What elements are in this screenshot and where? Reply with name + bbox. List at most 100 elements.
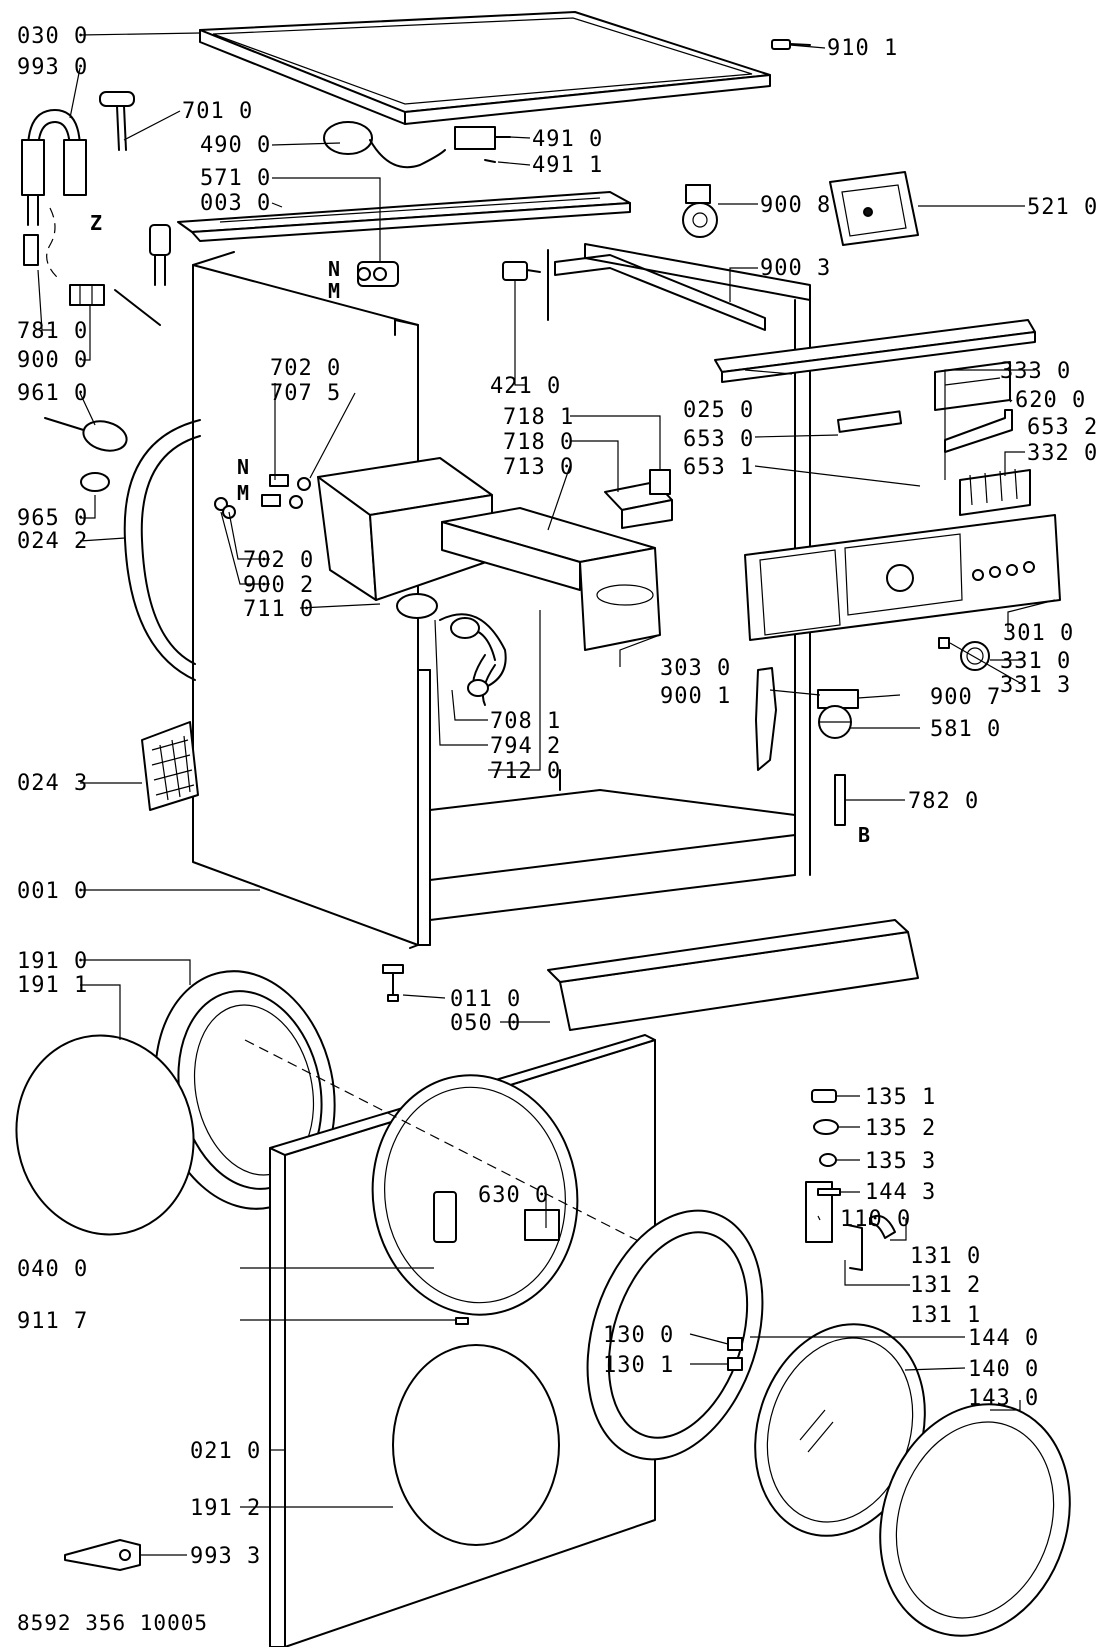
label-040-0: 040 0 (17, 1257, 88, 1282)
panel-rail (714, 319, 1036, 383)
dispenser-housing (317, 457, 507, 691)
label-491-0: 491 0 (532, 127, 603, 152)
label-711-0: 711 0 (243, 597, 314, 622)
label-900-1: 900 1 (660, 684, 731, 709)
clip (69, 284, 105, 306)
display-board (934, 361, 1011, 411)
small-screws (811, 1089, 841, 1196)
label-030-0: 030 0 (17, 24, 88, 49)
pressure-switch (817, 689, 859, 739)
label-144-0: 144 0 (968, 1326, 1039, 1351)
door-seal-rear (123, 419, 201, 681)
top-rail (177, 191, 631, 242)
label-191-0: 191 0 (17, 949, 88, 974)
label-712-0: 712 0 (490, 759, 561, 784)
mark-m-tube: M (237, 481, 249, 505)
door-switch (524, 1209, 560, 1241)
label-707-5: 707 5 (270, 381, 341, 406)
screw-top (771, 39, 811, 50)
label-421-0: 421 0 (490, 374, 561, 399)
wire-bracket (554, 254, 766, 331)
bottom-strip (547, 919, 919, 1031)
document-code: 8592 356 10005 (17, 1611, 208, 1635)
label-332-0: 332 0 (1027, 441, 1098, 466)
door-lock (755, 667, 777, 771)
label-491-1: 491 1 (532, 153, 603, 178)
inlet-tubes (214, 474, 311, 519)
label-781-0: 781 0 (17, 319, 88, 344)
label-333-0: 333 0 (1000, 359, 1071, 384)
label-001-0: 001 0 (17, 879, 88, 904)
label-630-0: 630 0 (478, 1183, 549, 1208)
inlet-hose (21, 109, 87, 281)
label-143-0: 143 0 (968, 1386, 1039, 1411)
label-191-2: 191 2 (190, 1496, 261, 1521)
wrench-key (99, 91, 135, 151)
label-900-0: 900 0 (17, 348, 88, 373)
label-003-0: 003 0 (200, 191, 271, 216)
label-910-1: 910 1 (827, 36, 898, 61)
label-110-0: 110 0 (840, 1207, 911, 1232)
label-131-2: 131 2 (910, 1273, 981, 1298)
label-965-0: 965 0 (17, 506, 88, 531)
label-140-0: 140 0 (968, 1357, 1039, 1382)
label-521-0: 521 0 (1027, 195, 1098, 220)
bracket-653 (837, 409, 1013, 453)
dispenser-cover (604, 469, 673, 529)
label-130-0: 130 0 (603, 1323, 674, 1348)
knob (938, 637, 990, 671)
callout-labels: 030 0 993 0 701 0 490 0 571 0 003 0 781 … (17, 24, 1098, 1569)
door-frame-inner (586, 1209, 764, 1461)
dispenser-drawer (441, 507, 661, 651)
label-653-0: 653 0 (683, 427, 754, 452)
label-021-0: 021 0 (190, 1439, 261, 1464)
screw-911 (455, 1317, 469, 1325)
flow-sensor (682, 184, 718, 238)
push-buttons (959, 468, 1031, 516)
label-024-2: 024 2 (17, 529, 88, 554)
hose-fitting (114, 224, 171, 326)
rod (834, 774, 846, 826)
door-glass (754, 1323, 926, 1537)
bellows (450, 617, 496, 706)
label-993-3: 993 3 (190, 1544, 261, 1569)
label-713-0: 713 0 (503, 455, 574, 480)
letter-marks: Z N M N M B (90, 211, 870, 847)
label-900-7: 900 7 (930, 685, 1001, 710)
label-011-0: 011 0 (450, 987, 521, 1012)
label-331-3: 331 3 (1000, 673, 1071, 698)
front-panel (244, 1034, 706, 1647)
label-135-1: 135 1 (865, 1085, 936, 1110)
label-993-0: 993 0 (17, 55, 88, 80)
door-frame-outer (879, 1403, 1071, 1637)
label-620-0: 620 0 (1015, 388, 1086, 413)
label-900-2: 900 2 (243, 573, 314, 598)
service-tool (64, 1539, 141, 1571)
filter-grille (141, 721, 199, 811)
label-135-3: 135 3 (865, 1149, 936, 1174)
label-702-0-low: 702 0 (243, 548, 314, 573)
label-708-1: 708 1 (490, 709, 561, 734)
mark-m-valve: M (328, 279, 340, 303)
power-cord (323, 121, 446, 169)
label-025-0: 025 0 (683, 398, 754, 423)
label-911-7: 911 7 (17, 1309, 88, 1334)
label-900-3: 900 3 (760, 256, 831, 281)
hinge (433, 1191, 457, 1243)
label-653-1: 653 1 (683, 455, 754, 480)
top-cover (199, 11, 771, 125)
label-782-0: 782 0 (908, 789, 979, 814)
label-130-1: 130 1 (603, 1353, 674, 1378)
control-panel (744, 514, 1061, 641)
leader-lines (37, 32, 1056, 1556)
label-050-0: 050 0 (450, 1011, 521, 1036)
mark-n-valve: N (328, 257, 340, 281)
label-303-0: 303 0 (660, 656, 731, 681)
label-701-0: 701 0 (182, 99, 253, 124)
mark-n-tube: N (237, 455, 249, 479)
label-331-0: 331 0 (1000, 649, 1071, 674)
suppressor (502, 261, 541, 281)
mark-b: B (858, 823, 870, 847)
label-144-3: 144 3 (865, 1180, 936, 1205)
label-191-1: 191 1 (17, 973, 88, 998)
